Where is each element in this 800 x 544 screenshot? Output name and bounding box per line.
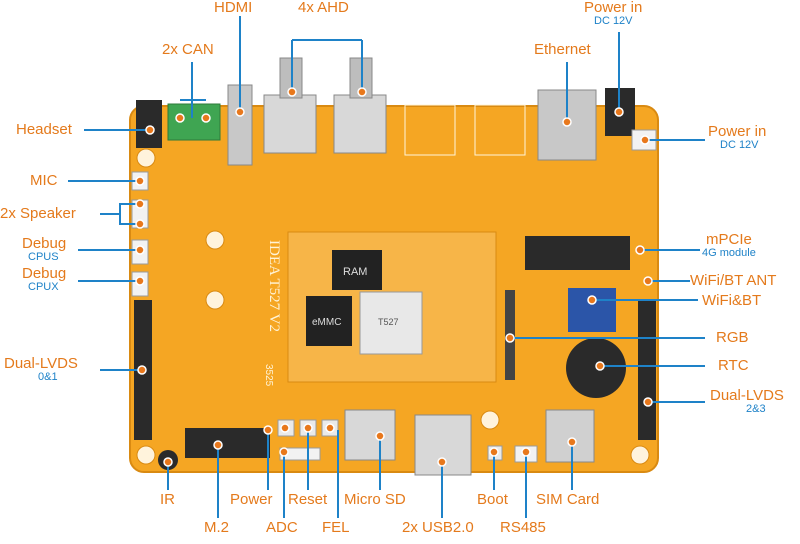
pcb-board-edge [129,105,659,473]
label-mic: MIC [30,172,58,189]
mount-hole [480,410,500,430]
emmc-chip [306,296,352,346]
label-power: Power [230,491,273,508]
lvds-right-header [638,300,656,440]
mount-hole [205,290,225,310]
soc-chip [359,291,423,355]
mount-hole [136,148,156,168]
microsd-slot [344,409,396,461]
label-rtc: RTC [718,357,749,374]
mount-hole [205,230,225,250]
label-m2: M.2 [204,519,230,536]
ahd-connector-1 [263,57,317,154]
silkscreen-model: IDEA T527 V2 [266,240,282,332]
soc-label: T527 [378,317,399,327]
label-ethernet: Ethernet [534,41,591,58]
label-power-in-right: Power in [708,123,767,140]
leader-lines [68,16,705,518]
ahd-placeholder-3 [404,104,456,156]
sim-slot [545,409,595,463]
sublabel-mpcie: 4G module [702,247,756,259]
label-hdmi: HDMI [214,0,253,16]
ram-label: RAM [343,266,367,278]
ahd-placeholder-4 [474,104,526,156]
label-reset: Reset [288,491,328,508]
label-power-in-top: Power in [584,0,643,16]
label-debug-cpux: Debug [22,265,67,282]
label-lvds-left: Dual-LVDS [4,355,78,372]
ahd-connector-2 [333,57,387,154]
label-lvds-right: Dual-LVDS [710,387,784,404]
sublabel-debug-cpux: CPUX [28,281,59,293]
sublabel-lvds-right: 2&3 [746,403,766,415]
label-headset: Headset [16,121,72,138]
mount-hole [136,445,156,465]
sublabel-power-in-right: DC 12V [720,139,759,151]
ram-chip [332,250,382,290]
label-wifi-bt: WiFi&BT [702,292,762,309]
label-debug-cpus: Debug [22,235,67,252]
mpcie-slot [525,236,630,270]
label-boot: Boot [477,491,508,508]
label-wifi-ant: WiFi/BT ANT [690,272,777,289]
headset-jack [136,100,162,148]
label-can: 2x CAN [162,41,214,58]
label-usb: 2x USB2.0 [402,519,474,536]
leader-dots [135,87,653,467]
wifi-module [568,288,616,332]
leader-speaker [100,203,140,225]
label-fel: FEL [322,519,350,536]
label-rs485: RS485 [500,519,546,536]
silkscreen-code: 3525 [263,364,274,387]
label-ir: IR [160,491,175,508]
sublabel-debug-cpus: CPUS [28,251,59,263]
label-adc: ADC [266,519,298,536]
label-sim-card: SIM Card [536,491,600,508]
sublabel-power-in-top: DC 12V [594,15,633,27]
m2-slot [185,428,270,458]
can-terminal [167,103,221,141]
label-speaker: 2x Speaker [0,205,76,222]
label-rgb: RGB [716,329,749,346]
label-ahd: 4x AHD [298,0,349,16]
mount-hole [630,445,650,465]
emmc-label: eMMC [312,317,341,328]
leader-can [180,62,206,118]
leader-ahd [291,39,363,90]
label-micro-sd: Micro SD [344,491,406,508]
sublabel-lvds-left: 0&1 [38,371,58,383]
label-mpcie: mPCIe [706,231,752,248]
